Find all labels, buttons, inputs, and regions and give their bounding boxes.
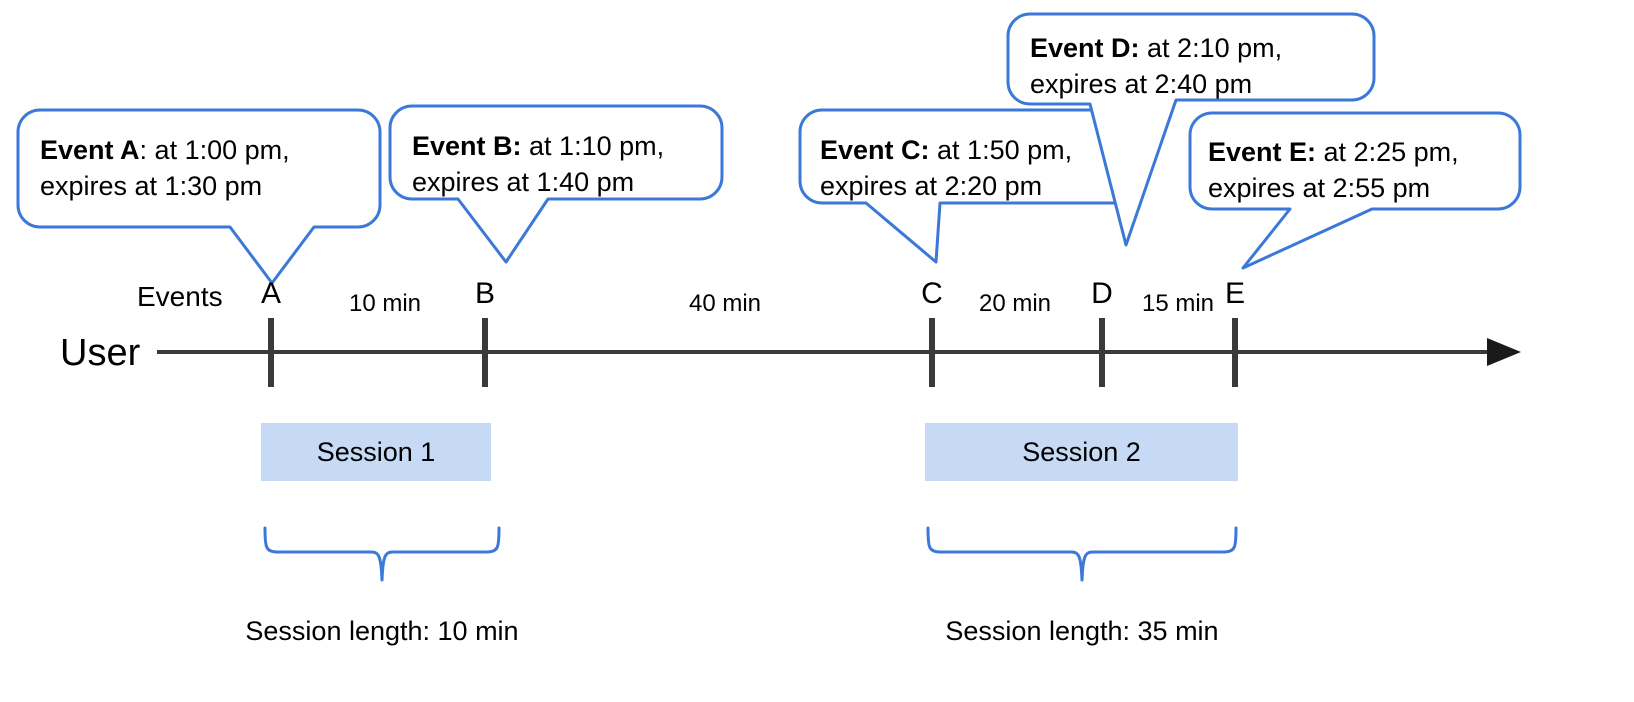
session-1-label: Session 1 <box>316 437 436 467</box>
tick-label-c: C <box>921 277 943 310</box>
callout-event-e-text: Event E: at 2:25 pm, expires at 2:55 pm <box>1208 134 1459 206</box>
callout-event-a[interactable] <box>16 108 382 285</box>
session-1-brace <box>263 526 501 582</box>
callout-event-a-line1: Event A: at 1:00 pm, <box>40 132 290 168</box>
callout-event-d-shape <box>1006 12 1376 247</box>
callout-event-b-shape <box>388 104 724 264</box>
callout-event-d-line2: expires at 2:40 pm <box>1030 69 1253 99</box>
callout-event-c-lead: Event C: <box>820 135 930 165</box>
callout-event-d-line1: Event D: at 2:10 pm, <box>1030 30 1282 66</box>
callout-event-e-shape <box>1188 111 1522 270</box>
callout-event-e-lead: Event E: <box>1208 137 1317 167</box>
callout-event-e-line1-text: at 2:25 pm, <box>1316 137 1459 167</box>
session-2-brace <box>926 526 1238 582</box>
session-2-box <box>925 423 1238 481</box>
callout-event-a-lead-suffix: : <box>139 135 148 165</box>
callout-event-d-text: Event D: at 2:10 pm, expires at 2:40 pm <box>1030 30 1282 102</box>
callout-event-a-text: Event A: at 1:00 pm, expires at 1:30 pm <box>40 132 290 204</box>
timeline-arrowhead-icon <box>1487 338 1521 366</box>
session-1-length-label: Session length: 10 min <box>245 616 519 646</box>
callout-event-a-shape <box>16 108 382 285</box>
callout-event-d-lead: Event D: <box>1030 33 1140 63</box>
tick-label-e: E <box>1224 277 1245 310</box>
callout-event-b-line2: expires at 1:40 pm <box>412 167 635 197</box>
callout-event-b[interactable] <box>388 104 724 264</box>
session-2-length-label: Session length: 35 min <box>945 616 1219 646</box>
callout-event-c-line2: expires at 2:20 pm <box>820 171 1043 201</box>
callout-event-a-lead: Event A <box>40 135 140 165</box>
callout-event-c-line1: Event C: at 1:50 pm, <box>820 132 1072 168</box>
callout-event-d[interactable] <box>1006 12 1376 247</box>
callout-event-b-line1-text: at 1:10 pm, <box>521 131 665 161</box>
callout-event-b-text: Event B: at 1:10 pm, expires at 1:40 pm <box>412 128 664 200</box>
callout-event-b-lead: Event B: <box>412 131 522 161</box>
callout-event-e-line2: expires at 2:55 pm <box>1208 173 1431 203</box>
callout-event-c-text: Event C: at 1:50 pm, expires at 2:20 pm <box>820 132 1072 204</box>
callout-event-a-line2: expires at 1:30 pm <box>40 171 263 201</box>
callout-event-c-line1-text: at 1:50 pm, <box>929 135 1073 165</box>
gap-label-b-c: 40 min <box>688 290 762 317</box>
session-1-box <box>261 423 491 481</box>
gap-label-a-b: 10 min <box>348 290 422 317</box>
session-2-label: Session 2 <box>1022 437 1141 467</box>
callout-event-a-line1-text: at 1:00 pm, <box>147 135 290 165</box>
timeline-events-label: Events <box>137 281 223 312</box>
tick-label-a: A <box>260 277 281 310</box>
gap-label-d-e: 15 min <box>1141 290 1215 317</box>
callout-event-d-line1-text: at 2:10 pm, <box>1139 33 1283 63</box>
callout-event-e-line1: Event E: at 2:25 pm, <box>1208 134 1459 170</box>
gap-label-c-d: 20 min <box>978 290 1052 317</box>
callout-event-e[interactable] <box>1188 111 1522 270</box>
callout-event-b-line1: Event B: at 1:10 pm, <box>412 128 664 164</box>
tick-label-b: B <box>474 277 495 310</box>
timeline-row-label-user: User <box>60 332 141 374</box>
tick-label-d: D <box>1091 277 1113 310</box>
